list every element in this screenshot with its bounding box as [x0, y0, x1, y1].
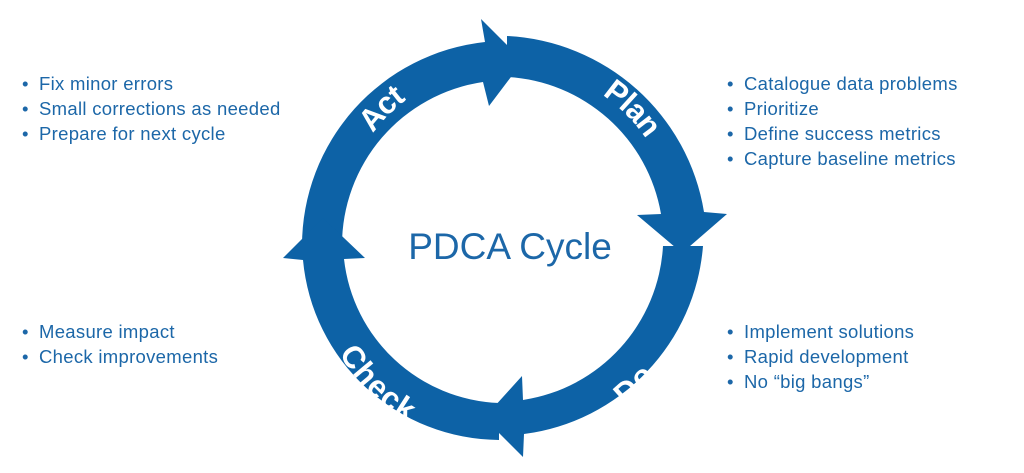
- plan-item: Capture baseline metrics: [727, 146, 958, 171]
- diagram-title: PDCA Cycle: [408, 226, 612, 267]
- plan-item: Define success metrics: [727, 121, 958, 146]
- plan-bullet-list: Catalogue data problems Prioritize Defin…: [727, 71, 958, 171]
- do-item: No “big bangs”: [727, 369, 914, 394]
- do-item: Rapid development: [727, 344, 914, 369]
- arrow-plan-to-do: [507, 36, 727, 253]
- check-item: Check improvements: [22, 344, 218, 369]
- act-item: Fix minor errors: [22, 71, 281, 96]
- act-item: Prepare for next cycle: [22, 121, 281, 146]
- act-item: Small corrections as needed: [22, 96, 281, 121]
- do-item: Implement solutions: [727, 319, 914, 344]
- arrow-check-to-act: [283, 218, 499, 440]
- check-bullet-list: Measure impact Check improvements: [22, 319, 218, 369]
- plan-item: Catalogue data problems: [727, 71, 958, 96]
- act-bullet-list: Fix minor errors Small corrections as ne…: [22, 71, 281, 146]
- check-item: Measure impact: [22, 319, 218, 344]
- do-bullet-list: Implement solutions Rapid development No…: [727, 319, 914, 394]
- arrow-do-to-check: [484, 246, 703, 457]
- arrow-act-to-plan: [301, 19, 523, 246]
- plan-item: Prioritize: [727, 96, 958, 121]
